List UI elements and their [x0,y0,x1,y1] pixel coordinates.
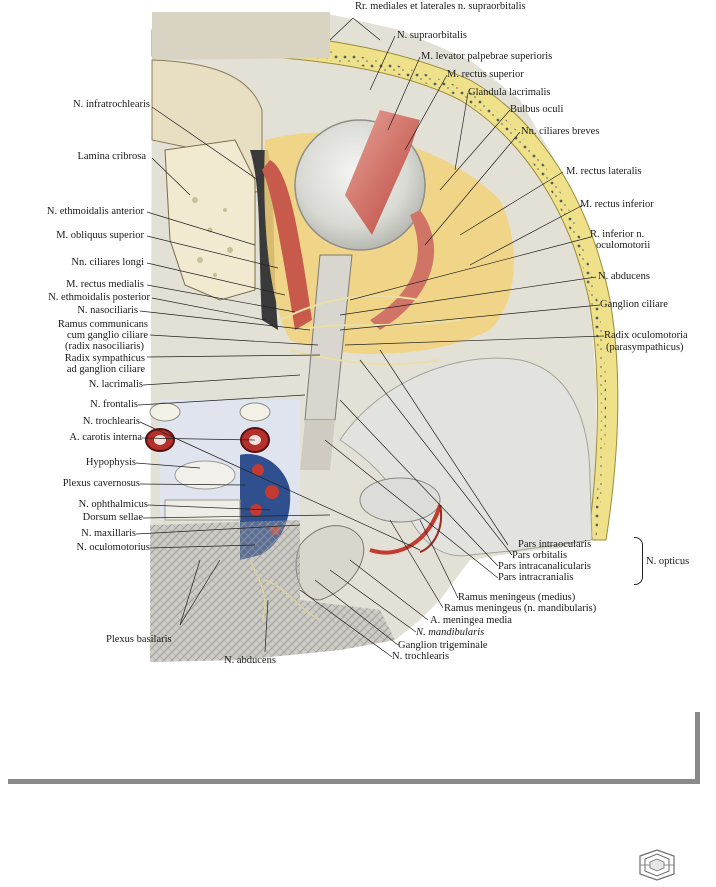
label-m-rectus-lateralis: M. rectus lateralis [566,166,642,177]
label-n-oculomotorius: N. oculomotorius [76,542,151,553]
basilar-plexus-area [150,520,395,662]
label-n-nasociliaris: N. nasociliaris [77,305,138,316]
label-n-maxillaris: N. maxillaris [81,528,136,539]
skull-bone-band [151,29,619,541]
label-rr-supraorbitalis: Rr. mediales et laterales n. supraorbita… [355,1,526,12]
frame-bottom-edge [8,779,700,784]
label-nn-ciliares-breves: Nn. ciliares breves [521,126,600,137]
frame-right-edge [695,712,700,784]
label-r-inferior-n: R. inferior n. [590,229,645,240]
label-ramus-meningeus-medius: Ramus meningeus (medius) [458,592,576,603]
label-n-ophthalmicus: N. ophthalmicus [78,499,148,510]
label-ramus-communicans: Ramus communicans [57,319,148,330]
label-n-abducens-right: N. abducens [598,271,650,282]
label-hypophysis: Hypophysis [85,457,136,468]
orbit-illustration [135,12,619,662]
label-n-mandibularis: N. mandibularis [416,627,485,638]
label-m-rectus-medialis: M. rectus medialis [66,279,144,290]
meningeal-artery [369,504,442,555]
label-radix-nasociliaris: (radix nasociliaris) [64,341,144,352]
label-n-infratrochlearis: N. infratrochlearis [73,99,150,110]
leader-lines [135,17,605,658]
label-n-frontalis: N. frontalis [90,399,138,410]
label-n-ethmoidalis-anterior: N. ethmoidalis anterior [46,206,144,217]
frontal-bone [152,12,330,60]
label-plexus-basilaris: Plexus basilaris [106,634,172,645]
label-a-meningea-media: A. meningea media [430,615,512,626]
label-oculomotorii: oculomotorii [596,240,651,251]
rectus-superior-muscle [345,110,420,235]
label-ganglion-trigeminale: Ganglion trigeminale [398,640,488,651]
label-pars-intracranialis: Pars intracranialis [498,572,574,583]
label-n-opticus: N. opticus [646,556,690,567]
label-m-rectus-inferior: M. rectus inferior [580,199,654,210]
label-pars-intracanalicularis: Pars intracanalicularis [498,561,592,572]
label-ad-ganglion-ciliare: ad ganglion ciliare [66,364,145,375]
label-plexus-cavernosus: Plexus cavernosus [62,478,140,489]
label-m-levator-palpebrae: M. levator palpebrae superioris [421,51,553,62]
label-parasympathicus: (parasympathicus) [606,342,684,353]
label-ramus-meningeus-mandibularis: Ramus meningeus (n. mandibularis) [444,603,597,614]
label-lamina-cribrosa: Lamina cribrosa [77,151,146,162]
navigation-icon[interactable] [636,848,678,882]
lateral-muscle [370,210,435,330]
label-n-abducens-bottom: N. abducens [224,655,276,666]
label-bulbus-oculi: Bulbus oculi [510,104,564,115]
label-ganglion-ciliare: Ganglion ciliare [600,299,668,310]
label-n-lacrimalis: N. lacrimalis [88,379,143,390]
anatomy-figure [135,12,619,662]
label-nn-ciliares-longi: Nn. ciliares longi [71,257,144,268]
hypophysis-shape [174,460,236,490]
ethmoid-cells [164,139,256,301]
medial-muscle [262,160,312,330]
label-n-trochlearis-left: N. trochlearis [82,416,140,427]
label-radix-sympathicus: Radix sympathicus [64,353,145,364]
label-n-supraorbitalis: N. supraorbitalis [397,30,467,41]
slide-frame [8,712,700,784]
label-pars-intraocularis: Pars intraocularis [518,539,592,550]
label-a-carotis-interna: A. carotis interna [69,432,142,443]
label-radix-oculomotoria: Radix oculomotoria [604,330,688,341]
label-m-rectus-superior: M. rectus superior [447,69,524,80]
label-glandula-lacrimalis: Glandula lacrimalis [468,87,551,98]
label-dorsum-sellae: Dorsum sellae [82,512,143,523]
label-m-obliquus-superior: M. obliquus superior [56,230,144,241]
label-pars-orbitalis: Pars orbitalis [512,550,568,561]
label-n-ethmoidalis-posterior: N. ethmoidalis posterior [48,292,150,303]
optic-nerve-bracket [634,537,643,585]
label-cum-ganglio-ciliare: cum ganglio ciliare [66,330,148,341]
label-n-trochlearis-bottom: N. trochlearis [392,651,450,662]
